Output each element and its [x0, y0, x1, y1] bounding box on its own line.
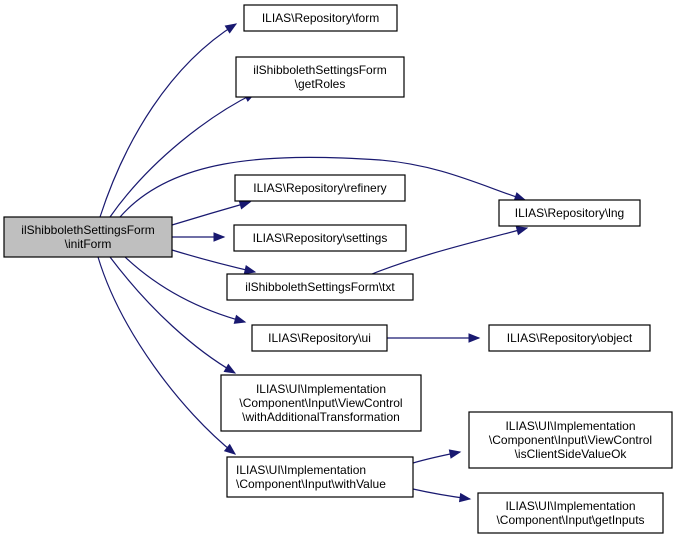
node-label-line: ILIAS\UI\Implementation [505, 499, 635, 513]
edge-line [97, 256, 236, 455]
node-box [233, 224, 407, 252]
node-label-line: ILIAS\UI\Implementation [236, 463, 366, 477]
node-settings[interactable]: ILIAS\Repository\settings [233, 224, 407, 252]
node-label-line: \isClientSideValueOk [515, 447, 628, 461]
node-label-line: \Component\Input\getInputs [496, 513, 644, 527]
edge-line [119, 156, 526, 218]
edge-arrowhead [213, 232, 226, 242]
node-label-line: ILIAS\Repository\settings [253, 231, 388, 245]
node-form[interactable]: ILIAS\Repository\form [243, 4, 398, 32]
node-label-line: \Component\Input\withValue [236, 477, 386, 491]
node-box [477, 492, 664, 534]
edge-arrowhead [515, 226, 529, 236]
node-label-line: ilShibbolethSettingsForm [253, 63, 386, 77]
edge-withValue-to-getInputs [412, 488, 472, 503]
edge-initForm-to-lng [119, 156, 527, 218]
edge-initForm-to-withValue [97, 256, 237, 455]
node-box [498, 199, 641, 227]
node-label-line: ilShibbolethSettingsForm [21, 223, 154, 237]
edge-arrowhead [233, 314, 247, 324]
node-label-line: ILIAS\Repository\lng [515, 206, 624, 220]
edge-line [171, 201, 251, 226]
node-label-line: ILIAS\Repository\object [507, 331, 633, 345]
edges-layer [97, 23, 529, 503]
node-label-line: \Component\Input\ViewControl [239, 396, 402, 410]
edge-arrowhead [243, 265, 257, 275]
node-getRoles[interactable]: ilShibbolethSettingsForm\getRoles [235, 56, 405, 98]
node-box [488, 324, 651, 352]
edge-arrowhead [238, 200, 252, 210]
edge-arrowhead [223, 363, 237, 374]
edge-arrowhead [468, 333, 481, 343]
edge-initForm-to-txt [171, 249, 257, 275]
node-box [251, 324, 388, 352]
node-label-line: ILIAS\UI\Implementation [505, 419, 635, 433]
node-label-line: ILIAS\UI\Implementation [256, 382, 386, 396]
edge-arrowhead [224, 23, 238, 34]
edge-ui-to-object [387, 333, 481, 343]
node-box [226, 456, 414, 498]
node-box [243, 4, 398, 32]
node-box [234, 174, 406, 202]
edge-arrowhead [458, 492, 472, 503]
edge-initForm-to-withAdditionalTransformation [109, 256, 237, 374]
nodes-layer: ilShibbolethSettingsForm\initFormILIAS\R… [3, 4, 673, 534]
edge-initForm-to-form [99, 23, 238, 218]
node-box [468, 411, 673, 469]
edge-line [171, 249, 256, 273]
node-initForm[interactable]: ilShibbolethSettingsForm\initForm [3, 216, 173, 258]
edge-withValue-to-isClientSideValueOk [412, 449, 462, 464]
edge-line [99, 23, 237, 218]
node-label-line: \Component\Input\ViewControl [489, 433, 652, 447]
node-label-line: ILIAS\Repository\ui [268, 331, 371, 345]
edge-initForm-to-refinery [171, 200, 252, 226]
node-ui[interactable]: ILIAS\Repository\ui [251, 324, 388, 352]
edge-arrowhead [448, 449, 462, 459]
node-box [220, 374, 422, 432]
edge-initForm-to-ui [124, 256, 247, 324]
node-object[interactable]: ILIAS\Repository\object [488, 324, 651, 352]
node-withValue[interactable]: ILIAS\UI\Implementation\Component\Input\… [226, 456, 414, 498]
node-txt[interactable]: ilShibbolethSettingsForm\txt [226, 273, 414, 301]
edge-line [109, 256, 236, 374]
edge-line [109, 92, 256, 218]
node-label-line: ilShibbolethSettingsForm\txt [245, 280, 395, 294]
node-box [235, 56, 405, 98]
node-refinery[interactable]: ILIAS\Repository\refinery [234, 174, 406, 202]
edge-initForm-to-settings [172, 232, 226, 242]
node-label-line: ILIAS\Repository\refinery [253, 181, 386, 195]
node-isClientSideValueOk[interactable]: ILIAS\UI\Implementation\Component\Input\… [468, 411, 673, 469]
node-label-line: ILIAS\Repository\form [262, 11, 379, 25]
node-label-line: \withAdditionalTransformation [242, 410, 400, 424]
edge-line [124, 256, 246, 323]
edge-txt-to-lng [371, 226, 529, 275]
edge-initForm-to-getRoles [109, 92, 257, 218]
node-box [3, 216, 173, 258]
edge-line [371, 227, 528, 275]
edge-arrowhead [223, 443, 237, 455]
node-lng[interactable]: ILIAS\Repository\lng [498, 199, 641, 227]
node-label-line: \initForm [65, 237, 112, 251]
node-box [226, 273, 414, 301]
node-label-line: \getRoles [295, 77, 346, 91]
node-getInputs[interactable]: ILIAS\UI\Implementation\Component\Input\… [477, 492, 664, 534]
node-withAdditionalTransformation[interactable]: ILIAS\UI\Implementation\Component\Input\… [220, 374, 422, 432]
